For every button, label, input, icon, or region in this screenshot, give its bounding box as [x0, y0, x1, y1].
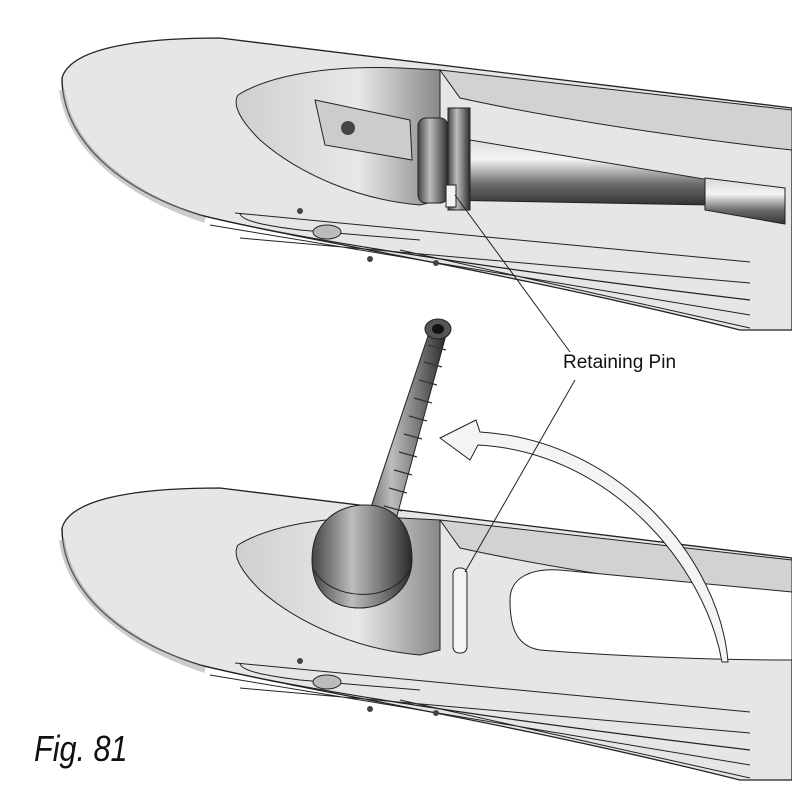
figure-caption: Fig. 81 [34, 728, 128, 769]
shuttle-top [62, 38, 792, 330]
retaining-pin-label: Retaining Pin [563, 352, 677, 373]
bobbin-holder-installed [314, 99, 786, 225]
bobbin-holder-removed [311, 318, 452, 609]
retaining-pin-top [445, 184, 457, 208]
shuttle-bottom [62, 488, 792, 780]
retaining-pin-bottom [452, 567, 468, 654]
callout-leaders [454, 194, 576, 573]
removal-arrow [439, 419, 729, 663]
